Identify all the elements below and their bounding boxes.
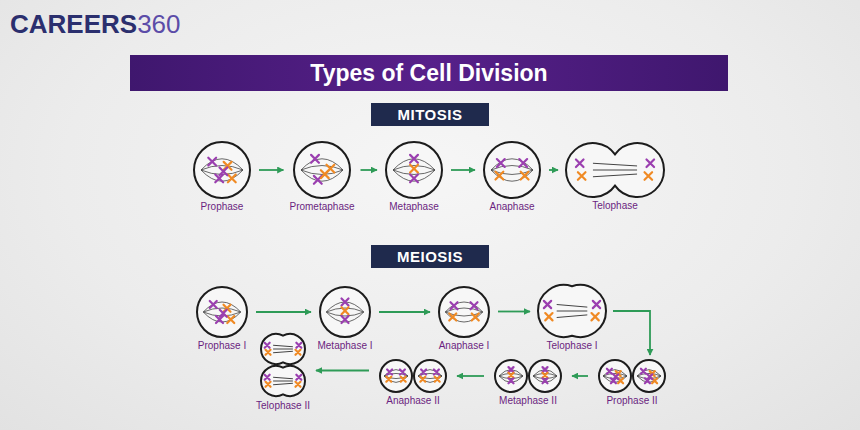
- cell-stage: Telophase I: [534, 283, 610, 351]
- cell-drawing: [380, 360, 446, 392]
- flow-arrow: [361, 169, 377, 171]
- title-text: Types of Cell Division: [310, 60, 547, 87]
- flow-arrow: [457, 375, 484, 377]
- cell-stage: Anaphase II: [373, 358, 453, 406]
- cell-illustration: [383, 140, 445, 200]
- cell-drawing: [294, 142, 350, 198]
- cell-illustration: [594, 358, 670, 394]
- flow-arrow: [379, 311, 430, 313]
- cell-illustration: [191, 140, 253, 200]
- flow-arrow: [259, 169, 283, 171]
- flow-arrow: [572, 375, 588, 377]
- cell-illustration: [436, 285, 492, 339]
- stage-label: Telophase I: [546, 340, 597, 351]
- cell-illustration: [536, 283, 608, 339]
- cell-drawing: [439, 287, 489, 337]
- cell-illustration: [317, 285, 373, 339]
- stage-label: Prophase I: [198, 340, 246, 351]
- stage-label: Prometaphase: [289, 201, 354, 212]
- cell-drawing: [386, 142, 442, 198]
- section-heading: MITOSIS: [371, 103, 489, 126]
- cell-drawing: [495, 360, 561, 392]
- brand-logo: CAREERS360: [10, 9, 181, 39]
- cell-stage: Prophase: [189, 140, 255, 212]
- flow-arrow: [613, 311, 650, 355]
- cell-illustration: [291, 140, 353, 200]
- brand-text: CAREERS: [10, 9, 137, 39]
- cell-drawing: [261, 334, 305, 396]
- section-heading: MEIOSIS: [371, 245, 489, 268]
- cell-illustration: [259, 331, 307, 399]
- cell-stage: Telophase: [562, 141, 668, 211]
- stage-label: Metaphase II: [499, 395, 557, 406]
- cell-stage: Prophase I: [192, 285, 252, 351]
- cell-illustration: [564, 141, 666, 199]
- stage-label: Metaphase: [389, 201, 438, 212]
- flow-arrow: [498, 311, 530, 313]
- stage-label: Prophase: [201, 201, 244, 212]
- heading-text: MEIOSIS: [397, 248, 463, 265]
- stage-label: Anaphase I: [439, 340, 490, 351]
- stage-label: Anaphase: [489, 201, 534, 212]
- title-banner: Types of Cell Division: [130, 55, 728, 91]
- cell-drawing: [194, 142, 250, 198]
- flow-arrow: [549, 169, 558, 171]
- cell-stage: Metaphase I: [315, 285, 375, 351]
- cell-stage: Telophase II: [254, 331, 312, 411]
- stage-label: Anaphase II: [386, 395, 439, 406]
- flow-arrow: [316, 370, 369, 372]
- flow-arrow: [451, 169, 475, 171]
- cell-illustration: [481, 140, 543, 200]
- cell-illustration: [375, 358, 451, 394]
- cell-stage: Prophase II: [592, 358, 672, 406]
- cell-stage: Prometaphase: [287, 140, 356, 212]
- cell-drawing: [484, 142, 540, 198]
- cell-drawing: [538, 285, 606, 337]
- heading-text: MITOSIS: [398, 106, 463, 123]
- cell-stage: Anaphase: [479, 140, 545, 212]
- cell-drawing: [566, 143, 664, 197]
- stage-label: Prophase II: [606, 395, 657, 406]
- stage-label: Telophase: [592, 200, 638, 211]
- cell-drawing: [197, 287, 247, 337]
- cell-drawing: [320, 287, 370, 337]
- flow-arrow: [256, 311, 311, 313]
- cell-stage: Metaphase: [381, 140, 447, 212]
- stage-label: Metaphase I: [317, 340, 372, 351]
- cell-drawing: [599, 360, 665, 392]
- brand-text: 360: [137, 9, 180, 39]
- cell-stage: Anaphase I: [434, 285, 494, 351]
- stage-label: Telophase II: [256, 400, 310, 411]
- cell-illustration: [490, 358, 566, 394]
- cell-stage: Metaphase II: [488, 358, 568, 406]
- cell-illustration: [194, 285, 250, 339]
